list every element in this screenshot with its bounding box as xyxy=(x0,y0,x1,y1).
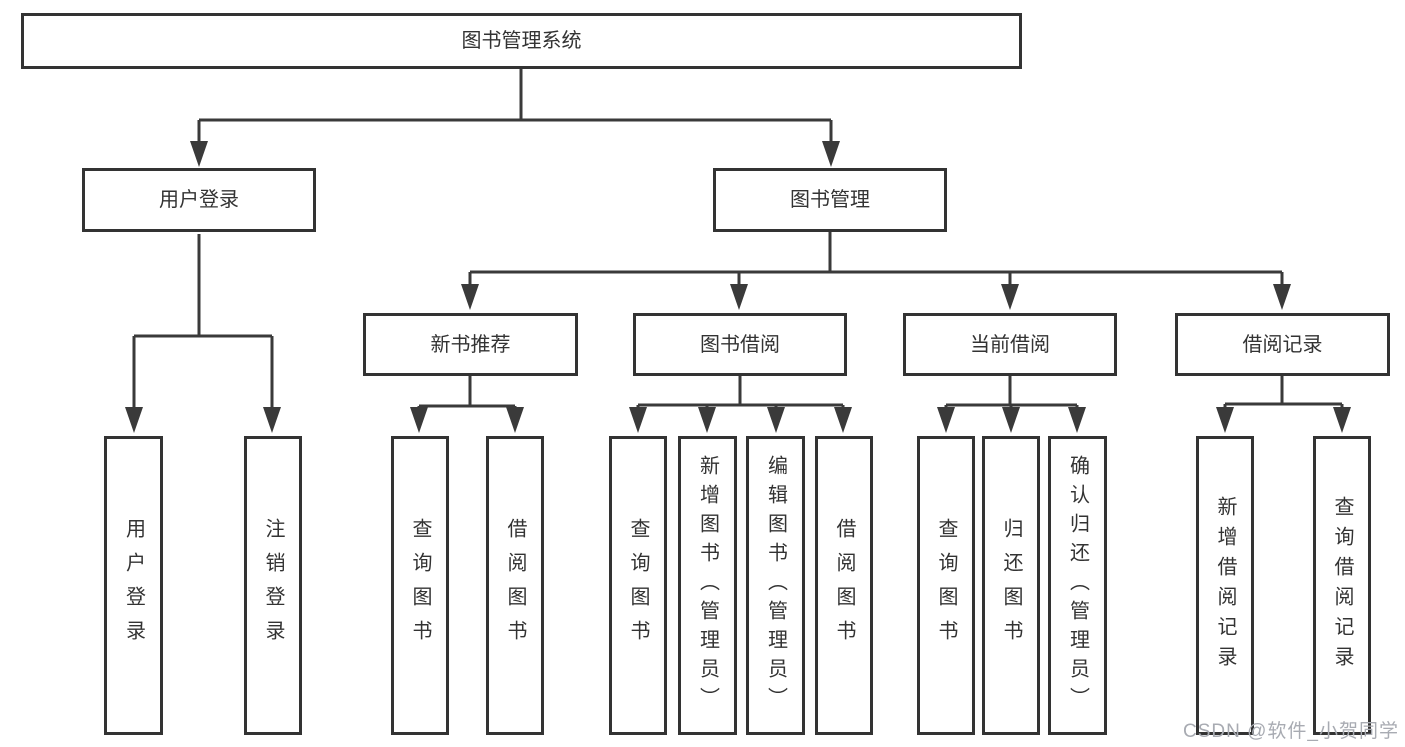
arrowhead xyxy=(1216,407,1234,433)
node-label: 查询图书 xyxy=(935,517,957,654)
node-label: 用户登录 xyxy=(159,189,239,211)
arrowhead xyxy=(822,141,840,167)
node-label: 借阅记录 xyxy=(1242,333,1323,356)
node-book-management: 图书管理 xyxy=(713,168,947,232)
leaf-br-query-record: 查询借阅记录 xyxy=(1313,436,1371,735)
node-label: 编辑图书（管理员） xyxy=(764,455,787,716)
watermark: CSDN @软件_小贺同学 xyxy=(1183,721,1399,742)
node-label: 借阅图书 xyxy=(833,517,855,654)
leaf-bb-borrow-books: 借阅图书 xyxy=(815,436,873,735)
arrowhead xyxy=(730,284,748,310)
arrowhead xyxy=(1333,407,1351,433)
node-user-login: 用户登录 xyxy=(82,168,316,232)
leaf-bb-query-books: 查询图书 xyxy=(609,436,667,735)
leaf-br-add-record: 新增借阅记录 xyxy=(1196,436,1254,735)
arrowhead xyxy=(767,407,785,433)
node-borrow-records: 借阅记录 xyxy=(1175,313,1390,376)
node-new-book-recommend: 新书推荐 xyxy=(363,313,578,376)
node-label: 确认归还（管理员） xyxy=(1066,455,1089,716)
node-label: 新书推荐 xyxy=(430,333,511,356)
arrowhead xyxy=(506,407,524,433)
node-book-borrow: 图书借阅 xyxy=(633,313,847,376)
arrowhead xyxy=(410,407,428,433)
node-label: 新增借阅记录 xyxy=(1214,495,1236,676)
node-label: 当前借阅 xyxy=(970,333,1050,356)
arrowhead xyxy=(263,407,281,433)
node-label: 查询借阅记录 xyxy=(1331,495,1353,676)
leaf-user-login: 用户登录 xyxy=(104,436,163,735)
arrowhead xyxy=(461,284,479,310)
node-current-borrow: 当前借阅 xyxy=(903,313,1117,376)
arrowhead xyxy=(1002,407,1020,433)
node-label: 借阅图书 xyxy=(504,517,526,654)
node-label: 注销登录 xyxy=(262,517,284,654)
arrowhead xyxy=(125,407,143,433)
node-label: 用户登录 xyxy=(122,517,145,654)
node-label: 归还图书 xyxy=(1000,517,1022,654)
arrowhead xyxy=(629,407,647,433)
leaf-cb-confirm-return-admin: 确认归还（管理员） xyxy=(1048,436,1107,735)
arrowhead xyxy=(937,407,955,433)
node-label: 新增图书（管理员） xyxy=(696,455,719,716)
leaf-logout: 注销登录 xyxy=(244,436,302,735)
leaf-bb-add-books-admin: 新增图书（管理员） xyxy=(678,436,737,735)
leaf-cb-query-books: 查询图书 xyxy=(917,436,975,735)
arrowhead xyxy=(1001,284,1019,310)
node-label: 图书管理 xyxy=(790,189,870,211)
node-label: 图书借阅 xyxy=(700,333,780,356)
arrowhead xyxy=(1068,407,1086,433)
node-label: 图书管理系统 xyxy=(461,30,582,52)
arrowhead xyxy=(698,407,716,433)
arrowhead xyxy=(190,141,208,167)
arrowhead xyxy=(1273,284,1291,310)
node-system-root: 图书管理系统 xyxy=(21,13,1022,69)
leaf-nb-query-books: 查询图书 xyxy=(391,436,449,735)
arrowhead xyxy=(834,407,852,433)
leaf-cb-return-books: 归还图书 xyxy=(982,436,1040,735)
leaf-nb-borrow-books: 借阅图书 xyxy=(486,436,544,735)
leaf-bb-edit-books-admin: 编辑图书（管理员） xyxy=(746,436,805,735)
node-label: 查询图书 xyxy=(409,517,431,654)
node-label: 查询图书 xyxy=(627,517,649,654)
